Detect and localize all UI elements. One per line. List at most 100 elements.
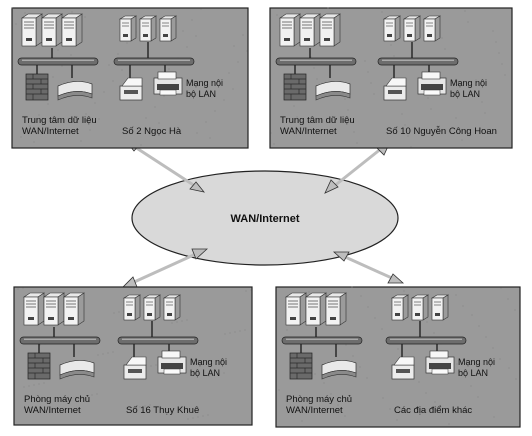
panel-speckle (430, 108, 432, 110)
panel-speckle (223, 99, 225, 101)
panel-speckle (366, 377, 368, 379)
datacenter-bus-icon (275, 57, 357, 66)
lan-server-icon (139, 15, 157, 42)
panel-speckle (323, 382, 325, 384)
panel-speckle (403, 290, 405, 292)
panel-speckle (196, 132, 198, 134)
panel-speckle (464, 10, 466, 12)
panel-speckle (140, 144, 142, 146)
panel-speckle (441, 412, 443, 414)
arrow-site-4 (332, 251, 405, 284)
datacenter-bus-icon (281, 336, 363, 345)
panel-speckle (242, 34, 244, 36)
panel-speckle (314, 373, 316, 375)
panel-speckle (163, 95, 165, 97)
panel-speckle (433, 332, 435, 334)
panel-speckle (145, 117, 147, 119)
panel-speckle (71, 11, 73, 13)
panel-speckle (224, 333, 226, 335)
panel-speckle (191, 19, 193, 21)
panel-speckle (299, 127, 301, 129)
panel-speckle (149, 133, 151, 135)
firewall-icon (289, 352, 313, 380)
panel-speckle (219, 83, 221, 85)
panel-speckle (228, 72, 230, 74)
panel-speckle (448, 423, 450, 425)
lan-label: bộ LAN (458, 368, 488, 378)
panel-speckle (229, 332, 231, 334)
panel-speckle (202, 415, 204, 417)
panel-speckle (113, 312, 115, 314)
panel-speckle (28, 385, 30, 387)
datacenter-server-icon (61, 13, 83, 47)
panel-speckle (285, 400, 287, 402)
panel-speckle (478, 90, 480, 92)
datacenter-label: Trung tâm dữ liệu (280, 115, 355, 126)
panel-speckle (351, 286, 353, 288)
datacenter-bus-icon (19, 336, 101, 345)
panel-speckle (396, 419, 398, 421)
panel-speckle (455, 294, 457, 296)
datacenter-label: Phòng máy chủ (286, 394, 352, 405)
panel-speckle (390, 44, 392, 46)
panel-speckle (139, 406, 141, 408)
panel-speckle (108, 64, 110, 66)
lan-label: Mạng nội (450, 78, 487, 88)
lan-bus-icon (117, 336, 199, 345)
panel-speckle (367, 71, 369, 73)
panel-speckle (118, 311, 120, 313)
panel-speckle (470, 385, 472, 387)
panel-speckle (344, 415, 346, 417)
panel-speckle (301, 420, 303, 422)
panel-speckle (397, 348, 399, 350)
panel-speckle (96, 393, 98, 395)
panel-speckle (270, 132, 272, 134)
panel-speckle (250, 289, 252, 291)
panel-speckle (197, 416, 199, 418)
panel-speckle (434, 401, 436, 403)
arrow-site-1 (124, 140, 206, 193)
panel-speckle (33, 141, 35, 143)
panel-speckle (186, 46, 188, 48)
panel-speckle (208, 375, 210, 377)
panel-speckle (20, 136, 22, 138)
panel-speckle (367, 306, 369, 308)
panel-speckle (441, 37, 443, 39)
panel-speckle (477, 396, 479, 398)
panel-speckle (234, 331, 236, 333)
datacenter-label: WAN/Internet (22, 126, 79, 137)
lan-label: bộ LAN (450, 89, 480, 99)
panel-speckle (150, 365, 152, 367)
panel-speckle (15, 23, 17, 25)
panel-speckle (308, 291, 310, 293)
panel-speckle (461, 139, 463, 141)
lan-server-icon (159, 15, 177, 42)
panel-speckle (112, 80, 114, 82)
panel-speckle (410, 146, 412, 148)
panel-speckle (508, 367, 510, 369)
panel-speckle (91, 394, 93, 396)
panel-speckle (350, 120, 352, 122)
panel-speckle (393, 55, 395, 57)
panel-speckle (353, 131, 355, 133)
panel-speckle (17, 288, 19, 290)
panel-speckle (246, 50, 248, 52)
site-name-label: Số 10 Nguyễn Công Hoan (386, 126, 497, 137)
panel-speckle (286, 329, 288, 331)
panel-speckle (86, 395, 88, 397)
panel-speckle (292, 411, 294, 413)
panel-speckle (296, 116, 298, 118)
panel-speckle (233, 45, 235, 47)
panel-speckle (504, 74, 506, 76)
panel-speckle (182, 30, 184, 32)
panel-speckle (237, 61, 239, 63)
firewall-icon (25, 73, 49, 101)
panel-speckle (381, 11, 383, 13)
panel-speckle (200, 8, 202, 10)
datacenter-server-icon (41, 13, 63, 47)
panel-speckle (171, 322, 173, 324)
lan-server-icon (423, 15, 441, 42)
panel-speckle (425, 392, 427, 394)
